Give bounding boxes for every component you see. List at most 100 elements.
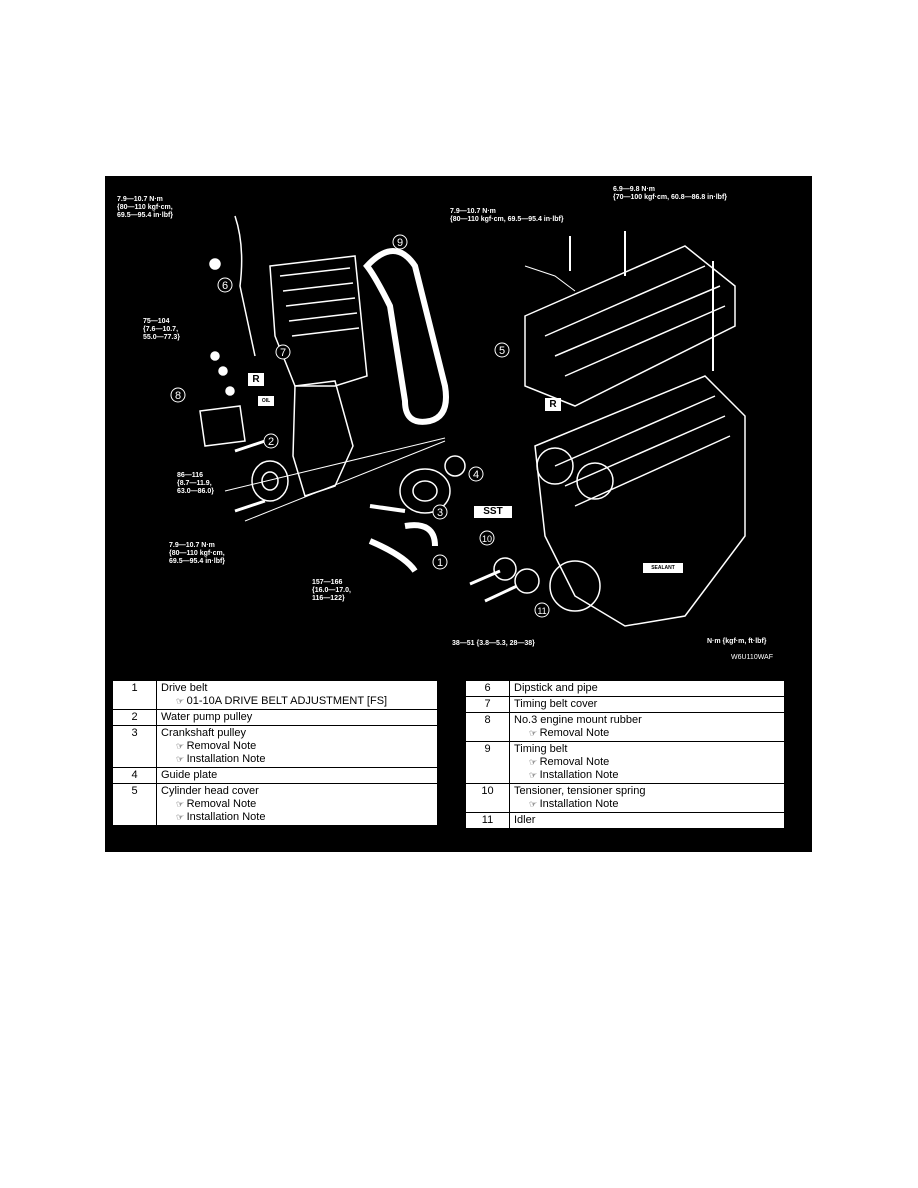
part-name: Tensioner, tensioner spring (514, 785, 646, 797)
crankshaft-pulley-shape (399, 468, 451, 514)
torque-mount-bolt: 86—116 {8.7—11.9, 63.0—86.0} (177, 472, 214, 495)
figure-code: W6U110WAF (731, 654, 774, 661)
timing-belt-shape (363, 248, 449, 425)
sst-box: SST (474, 506, 512, 518)
svg-text:1: 1 (437, 557, 443, 569)
table-row: 4 Guide plate (112, 767, 438, 784)
reference-link[interactable]: Installation Note (514, 769, 780, 782)
marker-5: 5 (494, 342, 510, 358)
marker-4: 4 (468, 466, 484, 482)
camshaft-pulley-shape (536, 447, 574, 485)
part-number: 6 (465, 680, 510, 697)
svg-text:5: 5 (499, 345, 505, 357)
svg-text:2: 2 (268, 436, 274, 448)
part-name: Timing belt cover (514, 698, 598, 710)
part-number: 1 (112, 680, 157, 710)
torque-head-cover-nut: 6.9—9.8 N·m {70—100 kgf·cm, 60.8—86.8 in… (613, 186, 727, 201)
replace-marker-2: R (545, 398, 561, 411)
drive-belt-shape (368, 538, 418, 573)
part-number: 4 (112, 767, 157, 784)
torque-crankshaft-bolt: 157—166 {16.0—17.0, 116—122} (312, 579, 351, 602)
svg-text:7: 7 (280, 347, 286, 359)
svg-text:6: 6 (222, 280, 228, 292)
timing-cover-shape (269, 255, 368, 387)
part-cell: Tensioner, tensioner springInstallation … (509, 783, 785, 813)
reference-link[interactable]: Removal Note (161, 740, 433, 753)
part-cell: Dipstick and pipe (509, 680, 785, 697)
reference-link[interactable]: Installation Note (161, 811, 433, 824)
part-number: 2 (112, 709, 157, 726)
bolt-shape (209, 258, 221, 270)
marker-3: 3 (432, 504, 448, 520)
mount-shape (199, 405, 246, 447)
svg-text:8: 8 (175, 390, 181, 402)
part-name: Drive belt (161, 682, 208, 694)
part-cell: No.3 engine mount rubberRemoval Note (509, 712, 785, 742)
marker-1: 1 (432, 554, 448, 570)
reference-link[interactable]: Removal Note (161, 798, 433, 811)
torque-tensioner-bolt: 38—51 {3.8—5.3, 28—38} (452, 640, 535, 647)
table-row: 6 Dipstick and pipe (465, 680, 785, 697)
part-name: No.3 engine mount rubber (514, 714, 642, 726)
oil-marker: OIL (258, 396, 274, 406)
table-row: 8No.3 engine mount rubberRemoval Note (465, 712, 785, 742)
reference-link[interactable]: Installation Note (514, 798, 780, 811)
reference-link[interactable]: 01-10A DRIVE BELT ADJUSTMENT [FS] (161, 695, 433, 708)
part-name: Guide plate (161, 769, 218, 781)
idler-shape (514, 568, 540, 594)
svg-text:9: 9 (397, 237, 403, 249)
part-number: 7 (465, 696, 510, 713)
part-number: 11 (465, 812, 510, 829)
engine-block-shape (534, 375, 746, 627)
marker-6: 6 (217, 277, 233, 293)
sealant-marker: SEALANT (643, 563, 683, 573)
water-pump-pulley-shape (251, 460, 289, 502)
torque-dipstick-bolt: 7.9—10.7 N·m {80—110 kgf·cm, 69.5—95.4 i… (117, 196, 174, 219)
table-row: 11 Idler (465, 812, 785, 829)
cylinder-head-cover-shape (524, 245, 736, 407)
torque-head-cover-bolt: 7.9—10.7 N·m {80—110 kgf·cm, 69.5—95.4 i… (450, 208, 564, 223)
part-name: Cylinder head cover (161, 785, 259, 797)
part-number: 5 (112, 783, 157, 826)
dipstick-shape (234, 215, 256, 357)
reference-link[interactable]: Removal Note (514, 756, 780, 769)
table-row: 7 Timing belt cover (465, 696, 785, 713)
part-name: Water pump pulley (161, 711, 253, 723)
part-name: Idler (514, 814, 536, 826)
marker-10: 10 (479, 530, 495, 546)
replace-marker-1: R (248, 373, 264, 386)
part-cell: Water pump pulley (156, 709, 438, 726)
part-name: Timing belt (514, 743, 568, 755)
svg-text:4: 4 (473, 469, 479, 481)
part-name: Crankshaft pulley (161, 727, 246, 739)
diagram-artwork: 1 2 3 4 5 6 7 8 9 10 11 (170, 215, 746, 627)
units-legend: N·m {kgf·m, ft·lbf} (707, 638, 767, 645)
torque-mount-nut: 75—104 {7.6—10.7, 55.0—77.3} (143, 318, 180, 341)
reference-link[interactable]: Installation Note (161, 753, 433, 766)
part-cell: Crankshaft pulleyRemoval NoteInstallatio… (156, 725, 438, 768)
part-cell: Idler (509, 812, 785, 829)
svg-text:11: 11 (537, 606, 546, 616)
lower-cover-shape (292, 380, 354, 497)
part-number: 10 (465, 783, 510, 813)
svg-text:3: 3 (437, 507, 443, 519)
table-row: 2 Water pump pulley (112, 709, 438, 726)
part-cell: Cylinder head coverRemoval NoteInstallat… (156, 783, 438, 826)
reference-link[interactable]: Removal Note (514, 727, 780, 740)
part-cell: Guide plate (156, 767, 438, 784)
svg-text:10: 10 (482, 534, 492, 544)
tensioner-shape (493, 557, 517, 581)
exploded-diagram: 1 2 3 4 5 6 7 8 9 10 11 7.9—10.7 N·m {80… (105, 176, 812, 852)
torque-cover-bolt: 7.9—10.7 N·m {80—110 kgf·cm, 69.5—95.4 i… (169, 542, 226, 565)
part-number: 8 (465, 712, 510, 742)
marker-9: 9 (392, 234, 408, 250)
part-name: Dipstick and pipe (514, 682, 598, 694)
marker-11: 11 (534, 602, 550, 618)
part-cell: Drive belt01-10A DRIVE BELT ADJUSTMENT [… (156, 680, 438, 710)
